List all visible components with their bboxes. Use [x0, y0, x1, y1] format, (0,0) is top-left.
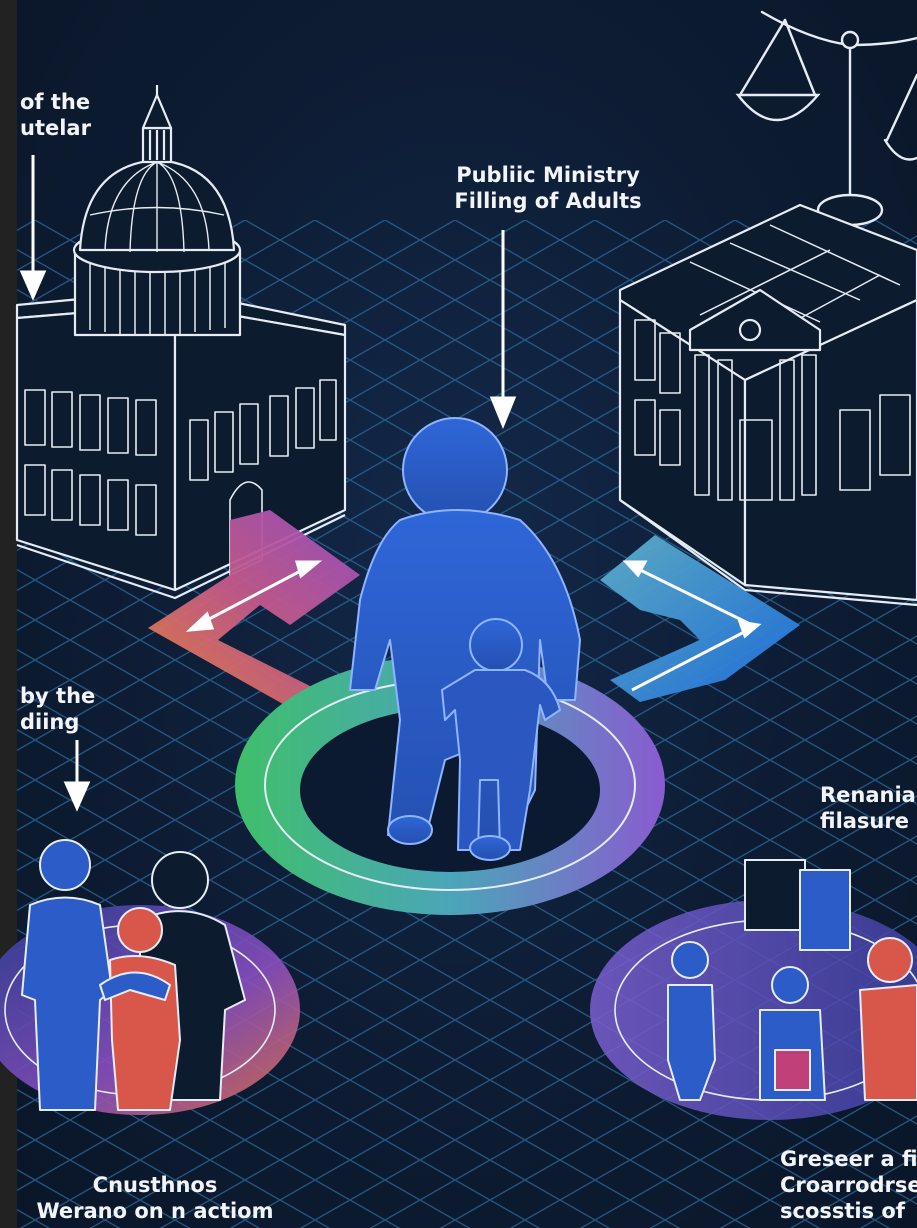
right-pathway-arrow	[600, 535, 800, 702]
courthouse-icon	[618, 203, 917, 607]
bottom-left-label: Cnusthnos Werano on n actiom	[20, 1172, 290, 1224]
top-center-label-line2: Filling of Adults	[454, 189, 642, 213]
top-center-label: Publiic Ministry Filling of Adults	[438, 162, 658, 214]
scales-of-justice-icon	[735, 10, 917, 227]
top-left-label: of the utelar	[20, 89, 91, 141]
mid-right-label-line1: Renania	[820, 783, 916, 807]
right-family-group-icon	[590, 859, 917, 1120]
bottom-right-label-line2: Croarrodrse	[780, 1173, 917, 1197]
left-family-group-icon	[0, 839, 300, 1115]
top-center-label-line1: Publiic Ministry	[456, 163, 640, 187]
bottom-left-label-line1: Cnusthnos	[92, 1173, 218, 1197]
adult-with-child-icon	[349, 417, 581, 861]
mid-right-label: Renania filasure	[820, 782, 916, 834]
label-arrows	[19, 155, 517, 812]
capitol-building-icon	[15, 85, 347, 600]
mid-left-label: by the diing	[20, 683, 95, 735]
top-left-label-line1: of the	[20, 90, 91, 114]
mid-left-label-line1: by the	[20, 684, 96, 708]
mid-left-label-line2: diing	[20, 710, 80, 734]
mid-right-label-line2: filasure	[820, 809, 909, 833]
left-pathway-arrow	[148, 510, 360, 708]
bottom-right-label-line3: scosstis of	[780, 1199, 905, 1223]
bottom-right-label: Greseer a fi Croarrodrse scosstis of	[780, 1146, 917, 1224]
bottom-left-label-line2: Werano on n actiom	[36, 1199, 274, 1223]
left-edge-strip	[0, 0, 17, 1228]
bottom-right-label-line1: Greseer a fi	[780, 1147, 917, 1171]
top-left-label-line2: utelar	[20, 116, 91, 140]
